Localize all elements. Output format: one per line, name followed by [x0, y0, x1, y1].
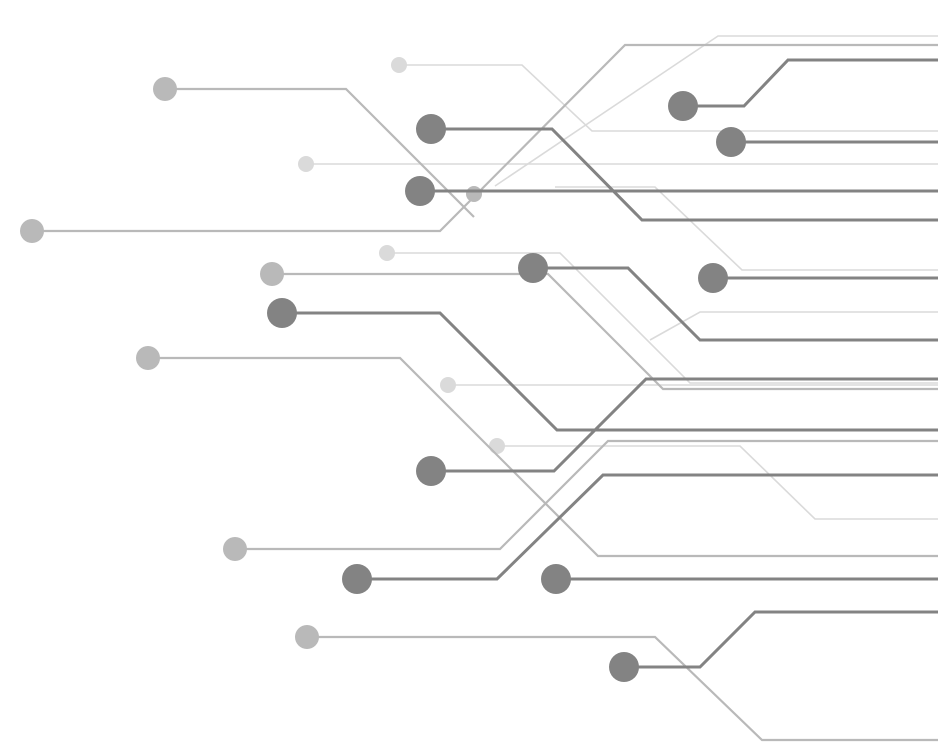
trace-line-mid-05	[235, 439, 938, 551]
trace-node-mid-06	[295, 625, 319, 649]
trace-line-light-08	[649, 311, 938, 341]
trace-node-mid-05	[223, 537, 247, 561]
trace-mid-02	[20, 43, 938, 243]
trace-node-dark-08	[416, 456, 446, 486]
trace-line-light-03	[387, 252, 938, 384]
trace-line-dark-01	[683, 58, 938, 108]
trace-node-light-03	[379, 245, 395, 261]
trace-node-mid-01	[153, 77, 177, 101]
trace-node-dark-02	[716, 127, 746, 157]
trace-mid-01	[153, 77, 475, 218]
trace-line-light-07	[494, 35, 938, 187]
trace-dark-10	[541, 564, 938, 594]
trace-line-dark-07	[282, 311, 938, 432]
trace-mid-07	[466, 186, 482, 202]
trace-dark-07	[267, 298, 938, 432]
trace-light-03	[379, 245, 938, 384]
trace-line-light-06	[555, 186, 938, 271]
trace-mid-05	[223, 439, 938, 561]
trace-line-mid-01	[165, 87, 475, 218]
trace-dark-04	[405, 176, 938, 206]
trace-dark-08	[416, 377, 938, 486]
light-traces-layer	[298, 35, 938, 520]
trace-node-mid-02	[20, 219, 44, 243]
trace-node-mid-07	[466, 186, 482, 202]
trace-mid-04	[136, 346, 938, 558]
trace-light-01	[391, 57, 938, 132]
trace-light-02	[298, 156, 938, 172]
trace-node-dark-04	[405, 176, 435, 206]
trace-line-dark-03	[431, 127, 938, 222]
trace-node-light-04	[440, 377, 456, 393]
trace-line-light-01	[399, 64, 938, 132]
trace-mid-06	[295, 625, 938, 742]
trace-node-dark-06	[698, 263, 728, 293]
trace-line-dark-09	[357, 473, 938, 581]
trace-dark-03	[416, 114, 938, 222]
trace-line-mid-04	[148, 356, 938, 558]
trace-dark-09	[342, 473, 938, 594]
trace-light-07	[494, 35, 938, 187]
trace-line-mid-02	[32, 43, 938, 233]
trace-line-dark-11	[624, 610, 938, 669]
trace-node-dark-01	[668, 91, 698, 121]
trace-line-dark-05	[533, 266, 938, 342]
trace-node-dark-05	[518, 253, 548, 283]
trace-line-light-05	[497, 445, 938, 520]
trace-dark-05	[518, 253, 938, 342]
trace-node-dark-03	[416, 114, 446, 144]
trace-node-light-05	[489, 438, 505, 454]
mid-traces-layer	[20, 43, 938, 742]
trace-node-mid-04	[136, 346, 160, 370]
trace-line-mid-03	[272, 272, 938, 391]
trace-mid-03	[260, 262, 938, 391]
trace-node-dark-09	[342, 564, 372, 594]
trace-light-04	[440, 377, 938, 393]
trace-node-dark-07	[267, 298, 297, 328]
trace-node-light-02	[298, 156, 314, 172]
trace-node-dark-11	[609, 652, 639, 682]
trace-node-dark-10	[541, 564, 571, 594]
trace-line-mid-06	[307, 635, 938, 742]
trace-light-06	[555, 186, 938, 271]
trace-dark-01	[668, 58, 938, 121]
trace-dark-11	[609, 610, 938, 682]
trace-line-dark-08	[431, 377, 938, 473]
trace-light-08	[649, 311, 938, 341]
dark-traces-layer	[267, 58, 938, 682]
trace-dark-02	[716, 127, 938, 157]
trace-node-light-01	[391, 57, 407, 73]
trace-node-mid-03	[260, 262, 284, 286]
trace-dark-06	[698, 263, 938, 293]
